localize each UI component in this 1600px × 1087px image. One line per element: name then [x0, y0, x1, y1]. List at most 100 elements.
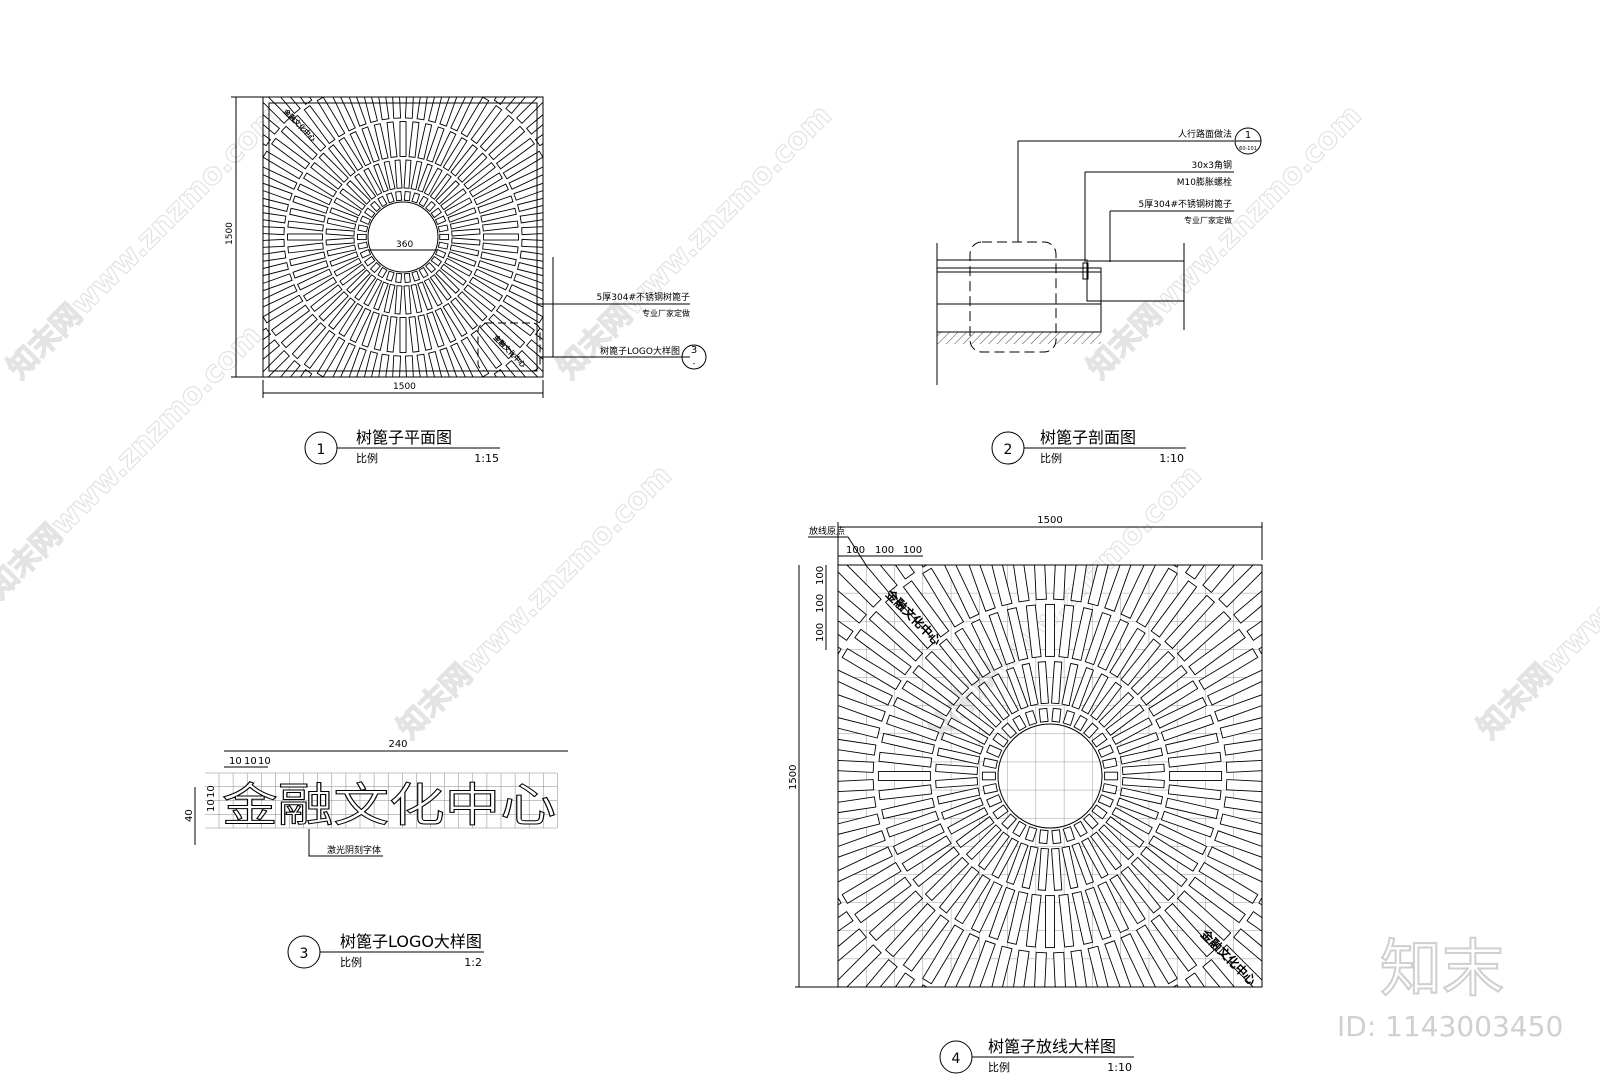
- grate-slot: [1165, 732, 1219, 755]
- grate-slot: [1167, 751, 1222, 768]
- grate-slot: [418, 195, 429, 208]
- grate-slot: [1062, 826, 1076, 843]
- grate-slot: [1120, 866, 1162, 914]
- grate-slot: [1278, 854, 1355, 891]
- grate-slot: [456, 390, 481, 442]
- grate-slot: [325, 237, 355, 246]
- grate-slot: [442, 26, 463, 79]
- grate-slot: [732, 715, 811, 740]
- grate-slot: [1109, 627, 1146, 678]
- grate-slot: [935, 471, 972, 548]
- grate-slot: [316, 336, 346, 377]
- grate-slot: [457, 291, 488, 322]
- grate-slot: [516, 350, 543, 377]
- cell-dimension: 10: [244, 756, 257, 767]
- watermark-text: 知末网www.znzmo.com: [551, 98, 839, 386]
- grate-slot: [965, 824, 1002, 861]
- grate-slot: [480, 207, 517, 223]
- grate-slot: [1121, 777, 1165, 789]
- grate-slot: [263, 164, 298, 190]
- grid-dimension: 100: [875, 545, 894, 556]
- grate-slot: [408, 121, 420, 158]
- grate-slot: [859, 972, 916, 987]
- grate-slot: [289, 251, 326, 267]
- grate-slot: [325, 228, 355, 237]
- grate-slot: [561, 177, 614, 198]
- grate-slot: [1102, 757, 1118, 769]
- grate-slot: [841, 648, 902, 691]
- grate-slot: [909, 995, 952, 1070]
- grate-slot: [1097, 618, 1130, 671]
- grate-slot: [263, 108, 272, 147]
- grate-slot: [936, 787, 981, 805]
- grate-slot: [534, 108, 543, 147]
- drawing-2-title: 2 树篦子剖面图 比例 1:10: [991, 428, 1186, 465]
- grate-slot: [1071, 891, 1094, 945]
- grate-slot: [394, 285, 403, 315]
- grate-slot: [1070, 565, 1091, 603]
- grate-slot: [1037, 847, 1049, 891]
- callout-material: 5厚304#不锈钢树篦子: [597, 291, 690, 303]
- grate-slot: [414, 20, 426, 73]
- grate-slot: [310, 161, 343, 190]
- grate-slot: [423, 167, 443, 196]
- grate-slot: [508, 284, 543, 310]
- grate-slot: [457, 152, 488, 183]
- grate-slot: [1176, 610, 1232, 662]
- callout-engraving: 激光阴刻字体: [327, 844, 381, 856]
- grate-slot: [1087, 458, 1112, 537]
- grate-slot: [1090, 831, 1123, 871]
- grate-slot: [737, 687, 815, 718]
- grate-slot: [263, 97, 290, 124]
- grate-slot: [519, 209, 543, 224]
- grate-slot: [456, 32, 481, 84]
- grate-slot: [416, 97, 431, 121]
- grate-slot: [1001, 813, 1017, 830]
- grate-slot: [1058, 893, 1075, 948]
- grate-slot: [360, 351, 378, 377]
- height-dimension: 1500: [788, 765, 799, 790]
- grate-slot: [1130, 650, 1176, 696]
- grate-slot: [924, 650, 970, 696]
- grate-slot: [395, 272, 403, 284]
- grate-slot: [961, 463, 992, 541]
- grate-slot: [343, 26, 364, 79]
- grate-slot: [373, 123, 389, 160]
- id-label: ID: 1143003450: [1337, 1010, 1563, 1043]
- grate-slot: [991, 673, 1019, 715]
- grate-slot: [1053, 951, 1068, 987]
- grate-slot: [373, 281, 389, 311]
- grate-slot: [399, 20, 406, 73]
- grate-slot: [1087, 565, 1114, 607]
- grate-slot: [479, 114, 515, 152]
- drawing-1-title: 1 树篦子平面图 比例 1:15: [304, 428, 500, 465]
- grate-slot: [330, 97, 356, 132]
- grate-slot: [263, 194, 289, 212]
- grate-slot: [992, 732, 1009, 748]
- grate-slot: [964, 940, 996, 987]
- grate-slot: [344, 97, 367, 127]
- grate-slot: [1081, 837, 1109, 879]
- grate-slot: [947, 807, 989, 835]
- grate-slot: [318, 291, 349, 322]
- grate-slot: [564, 196, 617, 212]
- grate-slot: [435, 180, 460, 205]
- grate-slot: [418, 266, 429, 279]
- grate-slot: [333, 257, 362, 277]
- grate-slot: [437, 224, 449, 233]
- grate-slot: [316, 97, 346, 138]
- grate-slot: [508, 164, 543, 190]
- drawing-3-logo: 金融文化中心 240 10 10 10 40 10 10 激光阴刻字体: [184, 739, 568, 857]
- grate-slot: [1150, 914, 1198, 972]
- grate-slot: [1006, 891, 1029, 945]
- grate-slot: [1045, 603, 1055, 657]
- grate-slot: [1293, 792, 1372, 810]
- grate-slot: [470, 105, 503, 145]
- grate-slot: [1116, 797, 1160, 821]
- grate-slot: [884, 594, 936, 650]
- grate-slot: [991, 837, 1019, 879]
- grate-slot: [1119, 787, 1164, 805]
- grate-slot: [1024, 826, 1038, 843]
- grate-slot: [437, 241, 449, 250]
